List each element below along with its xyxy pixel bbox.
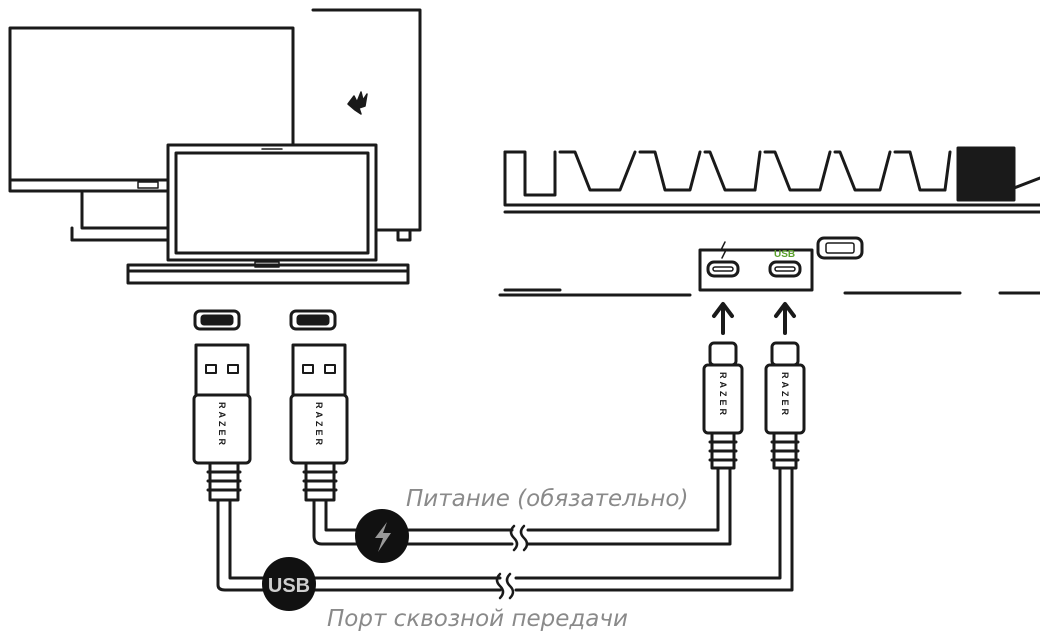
usb-a-ports <box>193 309 337 331</box>
cable-break-marks <box>495 524 529 600</box>
plug-brand-label: RAZER <box>217 402 227 448</box>
razer-logo-icon <box>347 91 368 115</box>
passthrough-caption: Порт сквозной передачи <box>327 606 628 632</box>
port-power-marker-icon <box>720 241 727 259</box>
usb-c-plug-passthrough <box>514 341 806 592</box>
usb-badge: USB <box>262 557 316 611</box>
usb-badge-label: USB <box>268 575 310 597</box>
usb-c-plug-power <box>526 341 744 546</box>
plug-brand-label: RAZER <box>718 372 728 418</box>
usb-c-port-power <box>706 260 740 278</box>
usb-c-port-passthrough <box>768 260 802 278</box>
laptop <box>126 143 410 285</box>
usb-port-marker: USB <box>774 249 795 260</box>
plug-brand-label: RAZER <box>314 402 324 448</box>
desktop-tower <box>311 8 422 242</box>
usb-a-plug-power <box>289 343 514 546</box>
lightning-bolt-icon <box>375 522 391 552</box>
power-caption: Питание (обязательно) <box>406 486 689 512</box>
power-badge <box>355 509 409 563</box>
usb-a-plug-passthrough <box>192 343 502 592</box>
plug-brand-label: RAZER <box>780 372 790 418</box>
arrow-up-icon <box>712 302 796 335</box>
keyboard <box>498 146 1040 297</box>
